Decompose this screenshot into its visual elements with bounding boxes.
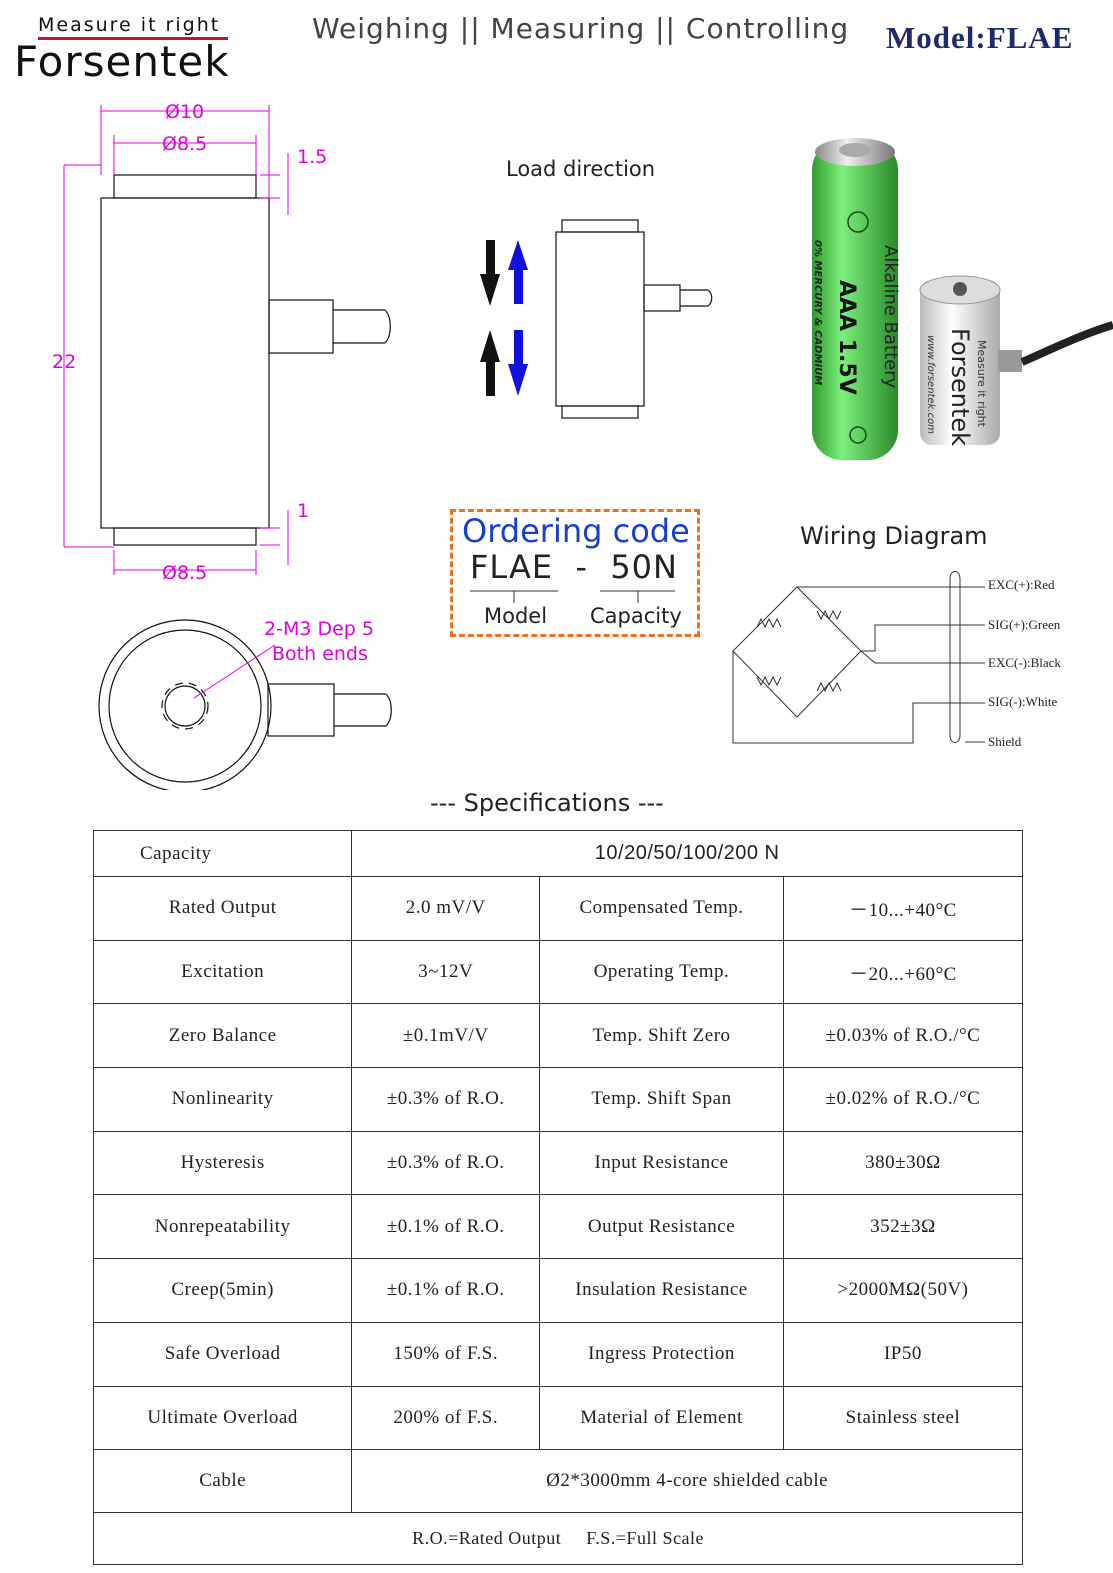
ordering-code-value: FLAE - 50N [470,548,678,586]
wire-sig-plus: SIG(+):Green [988,617,1061,632]
spec-cell: Nonrepeatability [92,1194,353,1260]
sensor-brand: Forsentek [946,328,974,446]
spec-cell: ±0.03% of R.O./°C [782,1003,1024,1069]
arrow-up-black-icon [480,330,500,396]
spec-cell: Nonlinearity [92,1067,353,1132]
spec-cell: Hysteresis [92,1130,353,1196]
cable-label: Cable [92,1449,353,1514]
specifications-table: Capacity 10/20/50/100/200 N Rated Output… [92,830,1024,1566]
dim-height: 22 [52,351,76,373]
product-photo: AAA 1.5V 0% MERCURY & CADMIUM Alkaline B… [812,138,1113,460]
sensor-icon: Measure it right Forsentek www.forsentek… [919,275,1113,446]
spec-cell: Safe Overload [92,1321,353,1387]
spec-cell: 352±3Ω [782,1194,1024,1260]
table-row: Capacity 10/20/50/100/200 N [92,830,1023,877]
battery-icon: AAA 1.5V 0% MERCURY & CADMIUM Alkaline B… [812,138,901,460]
table-row: Cable Ø2*3000mm 4-core shielded cable [92,1449,1023,1514]
side-view-drawing: Ø10 Ø8.5 1.5 22 1 Ø8.5 [52,101,391,584]
dim-dia85-top: Ø8.5 [162,133,207,155]
battery-brand: Alkaline Battery [880,245,901,389]
wiring-title: Wiring Diagram [800,522,988,550]
spec-cell: Temp. Shift Zero [539,1003,784,1069]
spec-cell: 3~12V [351,939,541,1005]
thread-note-1: 2-M3 Dep 5 [264,618,374,640]
spec-cell: IP50 [782,1321,1024,1387]
wire-shield: Shield [988,734,1022,749]
spec-cell: Compensated Temp. [539,876,784,941]
model-title: Model:FLAE [886,20,1074,55]
spec-cell: Operating Temp. [539,939,784,1005]
arrow-down-black-icon [480,240,500,306]
spec-cell: －10...+40°C [782,876,1024,941]
spec-cell: ±0.1% of R.O. [351,1194,541,1260]
spec-cell: Stainless steel [782,1385,1024,1451]
capacity-label: Capacity [92,830,353,877]
brand-logo: Forsentek [14,37,230,86]
wire-sig-minus: SIG(-):White [988,694,1058,709]
spec-cell: ±0.3% of R.O. [351,1130,541,1196]
table-row: R.O.=Rated Output F.S.=Full Scale [93,1512,1023,1566]
spec-cell: Material of Element [539,1385,784,1451]
sensor-tagline: Measure it right [975,340,988,428]
cable-value: Ø2*3000mm 4-core shielded cable [351,1449,1023,1514]
spec-cell: ±0.1mV/V [351,1003,541,1069]
battery-label: AAA 1.5V [834,280,859,395]
ordering-model-label: Model [484,604,548,628]
spec-cell: ±0.02% of R.O./°C [782,1067,1024,1132]
wiring-diagram: EXC(+):Red SIG(+):Green EXC(-):Black SIG… [732,571,1061,749]
load-direction-diagram [480,219,713,419]
specifications-title: --- Specifications --- [430,789,664,817]
capacity-value: 10/20/50/100/200 N [351,830,1023,877]
spec-cell: Ultimate Overload [92,1385,353,1451]
spec-cell: 380±30Ω [782,1130,1024,1196]
slogan: Weighing || Measuring || Controlling [312,12,850,45]
spec-cell: Input Resistance [539,1130,784,1196]
load-direction-label: Load direction [506,157,656,181]
spec-cell: Excitation [92,939,353,1005]
spec-cell: Ingress Protection [539,1321,784,1387]
dim-dia85-bottom: Ø8.5 [162,562,207,584]
battery-sublabel: 0% MERCURY & CADMIUM [812,240,823,385]
arrow-down-blue-icon [508,330,528,396]
spec-cell: Creep(5min) [92,1258,353,1323]
table-footnote: R.O.=Rated Output F.S.=Full Scale [93,1512,1023,1566]
dim-step-bottom: 1 [297,500,309,522]
spec-cell: 200% of F.S. [351,1385,541,1451]
wire-exc-minus: EXC(-):Black [988,655,1061,670]
spec-cell: 150% of F.S. [351,1321,541,1387]
brand-tagline: Measure it right [38,14,221,36]
table-row: Nonrepeatability±0.1% of R.O.Output Resi… [92,1194,1024,1260]
spec-cell: Rated Output [92,876,353,941]
arrow-up-blue-icon [508,240,528,304]
spec-cell: ±0.3% of R.O. [351,1067,541,1132]
spec-cell: ±0.1% of R.O. [351,1258,541,1323]
spec-cell: 2.0 mV/V [351,876,541,941]
thread-note-2: Both ends [272,643,368,665]
table-row: Creep(5min)±0.1% of R.O.Insulation Resis… [92,1258,1024,1323]
wire-exc-plus: EXC(+):Red [988,577,1055,592]
top-view-drawing: 2-M3 Dep 5 Both ends [98,618,392,790]
ordering-code-title: Ordering code [462,512,690,550]
spec-cell: >2000MΩ(50V) [782,1258,1024,1323]
ordering-capacity-label: Capacity [590,604,682,628]
ordering-code-brackets [470,590,675,603]
spec-cell: Insulation Resistance [539,1258,784,1323]
sensor-url: www.forsentek.com [925,335,936,434]
brand-underline [38,37,228,40]
dim-step-top: 1.5 [297,146,327,168]
dim-dia10: Ø10 [165,101,204,123]
spec-cell: Zero Balance [92,1003,353,1069]
spec-cell: －20...+60°C [782,939,1024,1005]
spec-cell: Output Resistance [539,1194,784,1260]
table-row: Nonlinearity±0.3% of R.O.Temp. Shift Spa… [92,1067,1024,1132]
spec-cell: Temp. Shift Span [539,1067,784,1132]
ordering-code-box [450,509,700,637]
